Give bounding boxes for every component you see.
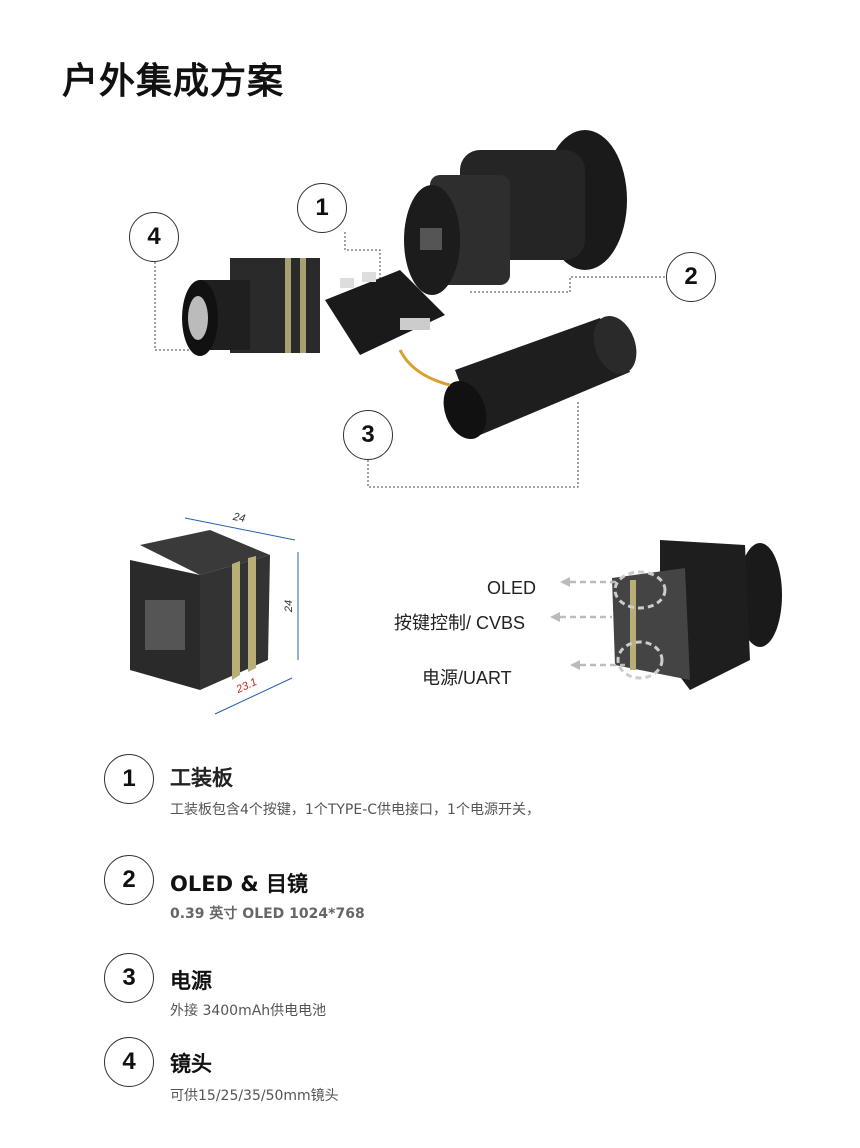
- feature-title-2: OLED & 目镜: [170, 872, 308, 896]
- feature-title-1: 工装板: [170, 766, 233, 790]
- core-module-dimension-image: [130, 530, 270, 690]
- eyepiece-image: [404, 130, 627, 295]
- battery-image: [398, 315, 637, 440]
- feature-number-4: 4: [104, 1037, 154, 1087]
- callout-1: 1: [297, 183, 347, 233]
- camera-lens-module-image: [182, 258, 320, 356]
- feature-number-2: 2: [104, 855, 154, 905]
- callout-4: 4: [129, 212, 179, 262]
- page-title: 户外集成方案: [62, 61, 285, 102]
- callout-3: 3: [343, 410, 393, 460]
- feature-desc-4: 可供15/25/35/50mm镜头: [170, 1088, 339, 1104]
- label-buttons-cvbs: 按键控制/ CVBS: [394, 613, 526, 633]
- callout-2: 2: [666, 252, 716, 302]
- feature-number-3: 3: [104, 953, 154, 1003]
- interface-arrows: [560, 580, 625, 667]
- feature-title-4: 镜头: [170, 1052, 212, 1076]
- dimension-lines: [184, 517, 299, 715]
- feature-title-3: 电源: [170, 969, 212, 993]
- dimension-height: 24: [283, 599, 296, 613]
- feature-number-1: 1: [104, 754, 154, 804]
- label-power-uart: 电源/UART: [422, 668, 512, 688]
- feature-desc-3: 外接 3400mAh供电电池: [170, 1003, 327, 1019]
- dimension-width: 24: [231, 510, 247, 526]
- feature-desc-2: 0.39 英寸 OLED 1024*768: [170, 906, 365, 922]
- label-oled: OLED: [487, 578, 537, 598]
- leader-lines: [154, 232, 665, 488]
- interface-board-image: [325, 270, 445, 355]
- interface-view-image: [612, 540, 782, 690]
- feature-desc-1: 工装板包含4个按键，1个TYPE-C供电接口，1个电源开关，: [170, 802, 540, 818]
- arrow-heads: [550, 577, 580, 670]
